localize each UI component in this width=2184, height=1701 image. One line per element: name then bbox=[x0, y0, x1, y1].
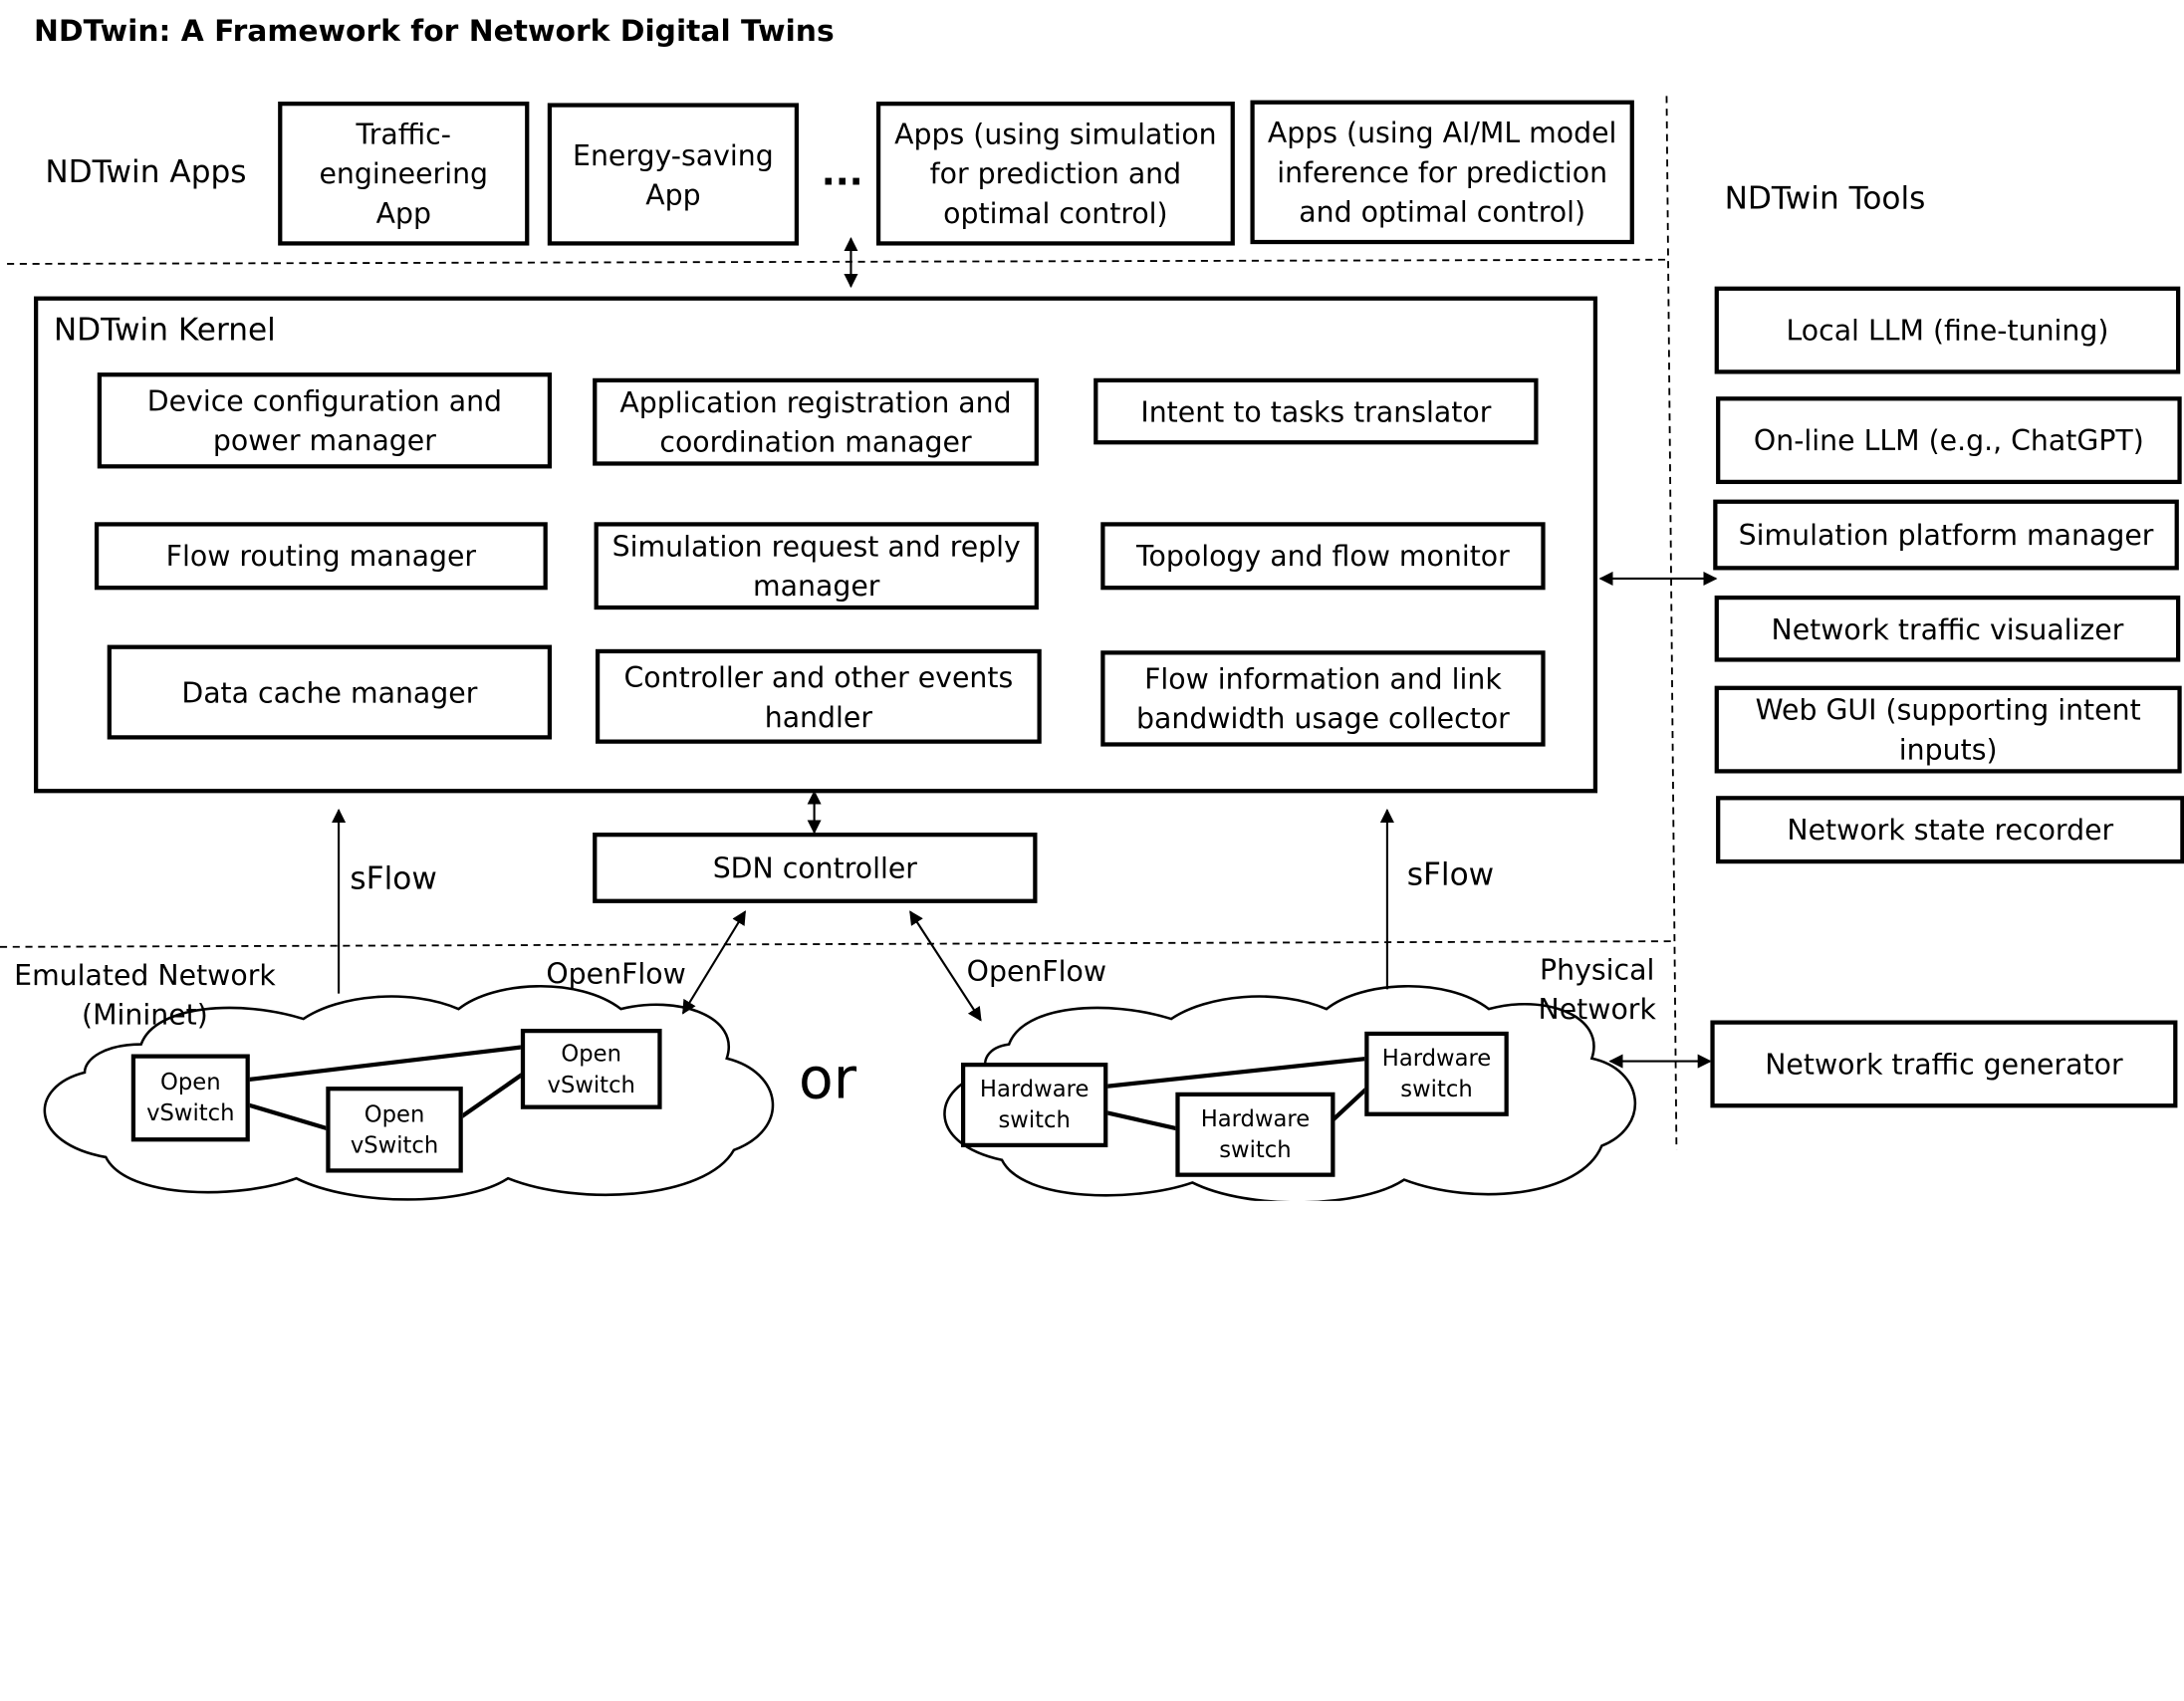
page-title: NDTwin: A Framework for Network Digital … bbox=[34, 14, 835, 49]
arrow-openflow-right bbox=[909, 910, 982, 1022]
apps-ellipsis: ... bbox=[821, 152, 863, 195]
separator-vertical bbox=[1665, 96, 1678, 1150]
hw-switch-2: Hardware switch bbox=[1175, 1092, 1335, 1177]
sflow-label-right: sFlow bbox=[1406, 857, 1495, 893]
tool-traffic-visualizer: Network traffic visualizer bbox=[1714, 595, 2181, 662]
module-simulation-request: Simulation request and reply manager bbox=[594, 522, 1039, 610]
module-app-registration: Application registration and coordinatio… bbox=[593, 377, 1039, 466]
tool-online-llm: On-line LLM (e.g., ChatGPT) bbox=[1716, 396, 2182, 485]
module-intent-translator: Intent to tasks translator bbox=[1093, 377, 1539, 445]
kernel-label: NDTwin Kernel bbox=[53, 313, 276, 349]
app-ai-ml: Apps (using AI/ML model inference for pr… bbox=[1250, 100, 1634, 245]
sdn-controller: SDN controller bbox=[593, 833, 1038, 903]
ovs-switch-1: Open vSwitch bbox=[130, 1054, 250, 1142]
ovs-switch-2: Open vSwitch bbox=[326, 1087, 463, 1173]
module-topology-monitor: Topology and flow monitor bbox=[1100, 522, 1546, 591]
sflow-label-left: sFlow bbox=[350, 861, 437, 898]
tool-web-gui: Web GUI (supporting intent inputs) bbox=[1714, 685, 2182, 774]
hw-switch-1: Hardware switch bbox=[960, 1063, 1108, 1148]
apps-section-label: NDTwin Apps bbox=[45, 154, 247, 191]
tools-section-label: NDTwin Tools bbox=[1724, 181, 1926, 218]
ovs-switch-3: Open vSwitch bbox=[520, 1028, 662, 1109]
separator-network bbox=[0, 940, 1671, 948]
tool-state-recorder: Network state recorder bbox=[1716, 796, 2184, 864]
link-ovs-2-3 bbox=[458, 1071, 527, 1120]
app-energy-saving: Energy-saving App bbox=[547, 103, 800, 246]
openflow-label-left: OpenFlow bbox=[546, 956, 686, 991]
separator-apps-kernel bbox=[7, 258, 1670, 265]
tool-local-llm: Local LLM (fine-tuning) bbox=[1714, 286, 2181, 374]
link-hw-1-3 bbox=[1102, 1056, 1369, 1090]
link-ovs-1-2 bbox=[247, 1102, 330, 1131]
emulated-network-label: Emulated Network (Mininet) bbox=[14, 958, 276, 1032]
link-hw-2-3 bbox=[1329, 1085, 1370, 1124]
physical-network-label: Physical Network bbox=[1538, 952, 1656, 1027]
or-separator: or bbox=[799, 1047, 857, 1112]
arrow-openflow-left bbox=[681, 910, 747, 1015]
module-data-cache: Data cache manager bbox=[107, 644, 553, 740]
module-flow-routing: Flow routing manager bbox=[94, 522, 548, 591]
link-hw-1-2 bbox=[1102, 1109, 1179, 1131]
link-ovs-1-3 bbox=[248, 1045, 523, 1083]
app-traffic-engineering: Traffic- engineering App bbox=[278, 102, 530, 246]
module-flow-collector: Flow information and link bandwidth usag… bbox=[1100, 650, 1546, 747]
app-simulation: Apps (using simulation for prediction an… bbox=[875, 102, 1235, 246]
openflow-label-right: OpenFlow bbox=[966, 953, 1107, 988]
module-controller-events: Controller and other events handler bbox=[595, 648, 1042, 744]
tool-traffic-generator: Network traffic generator bbox=[1710, 1020, 2178, 1108]
module-device-configuration: Device configuration and power manager bbox=[97, 372, 553, 469]
tool-simulation-platform: Simulation platform manager bbox=[1713, 499, 2179, 571]
hw-switch-3: Hardware switch bbox=[1364, 1031, 1509, 1116]
